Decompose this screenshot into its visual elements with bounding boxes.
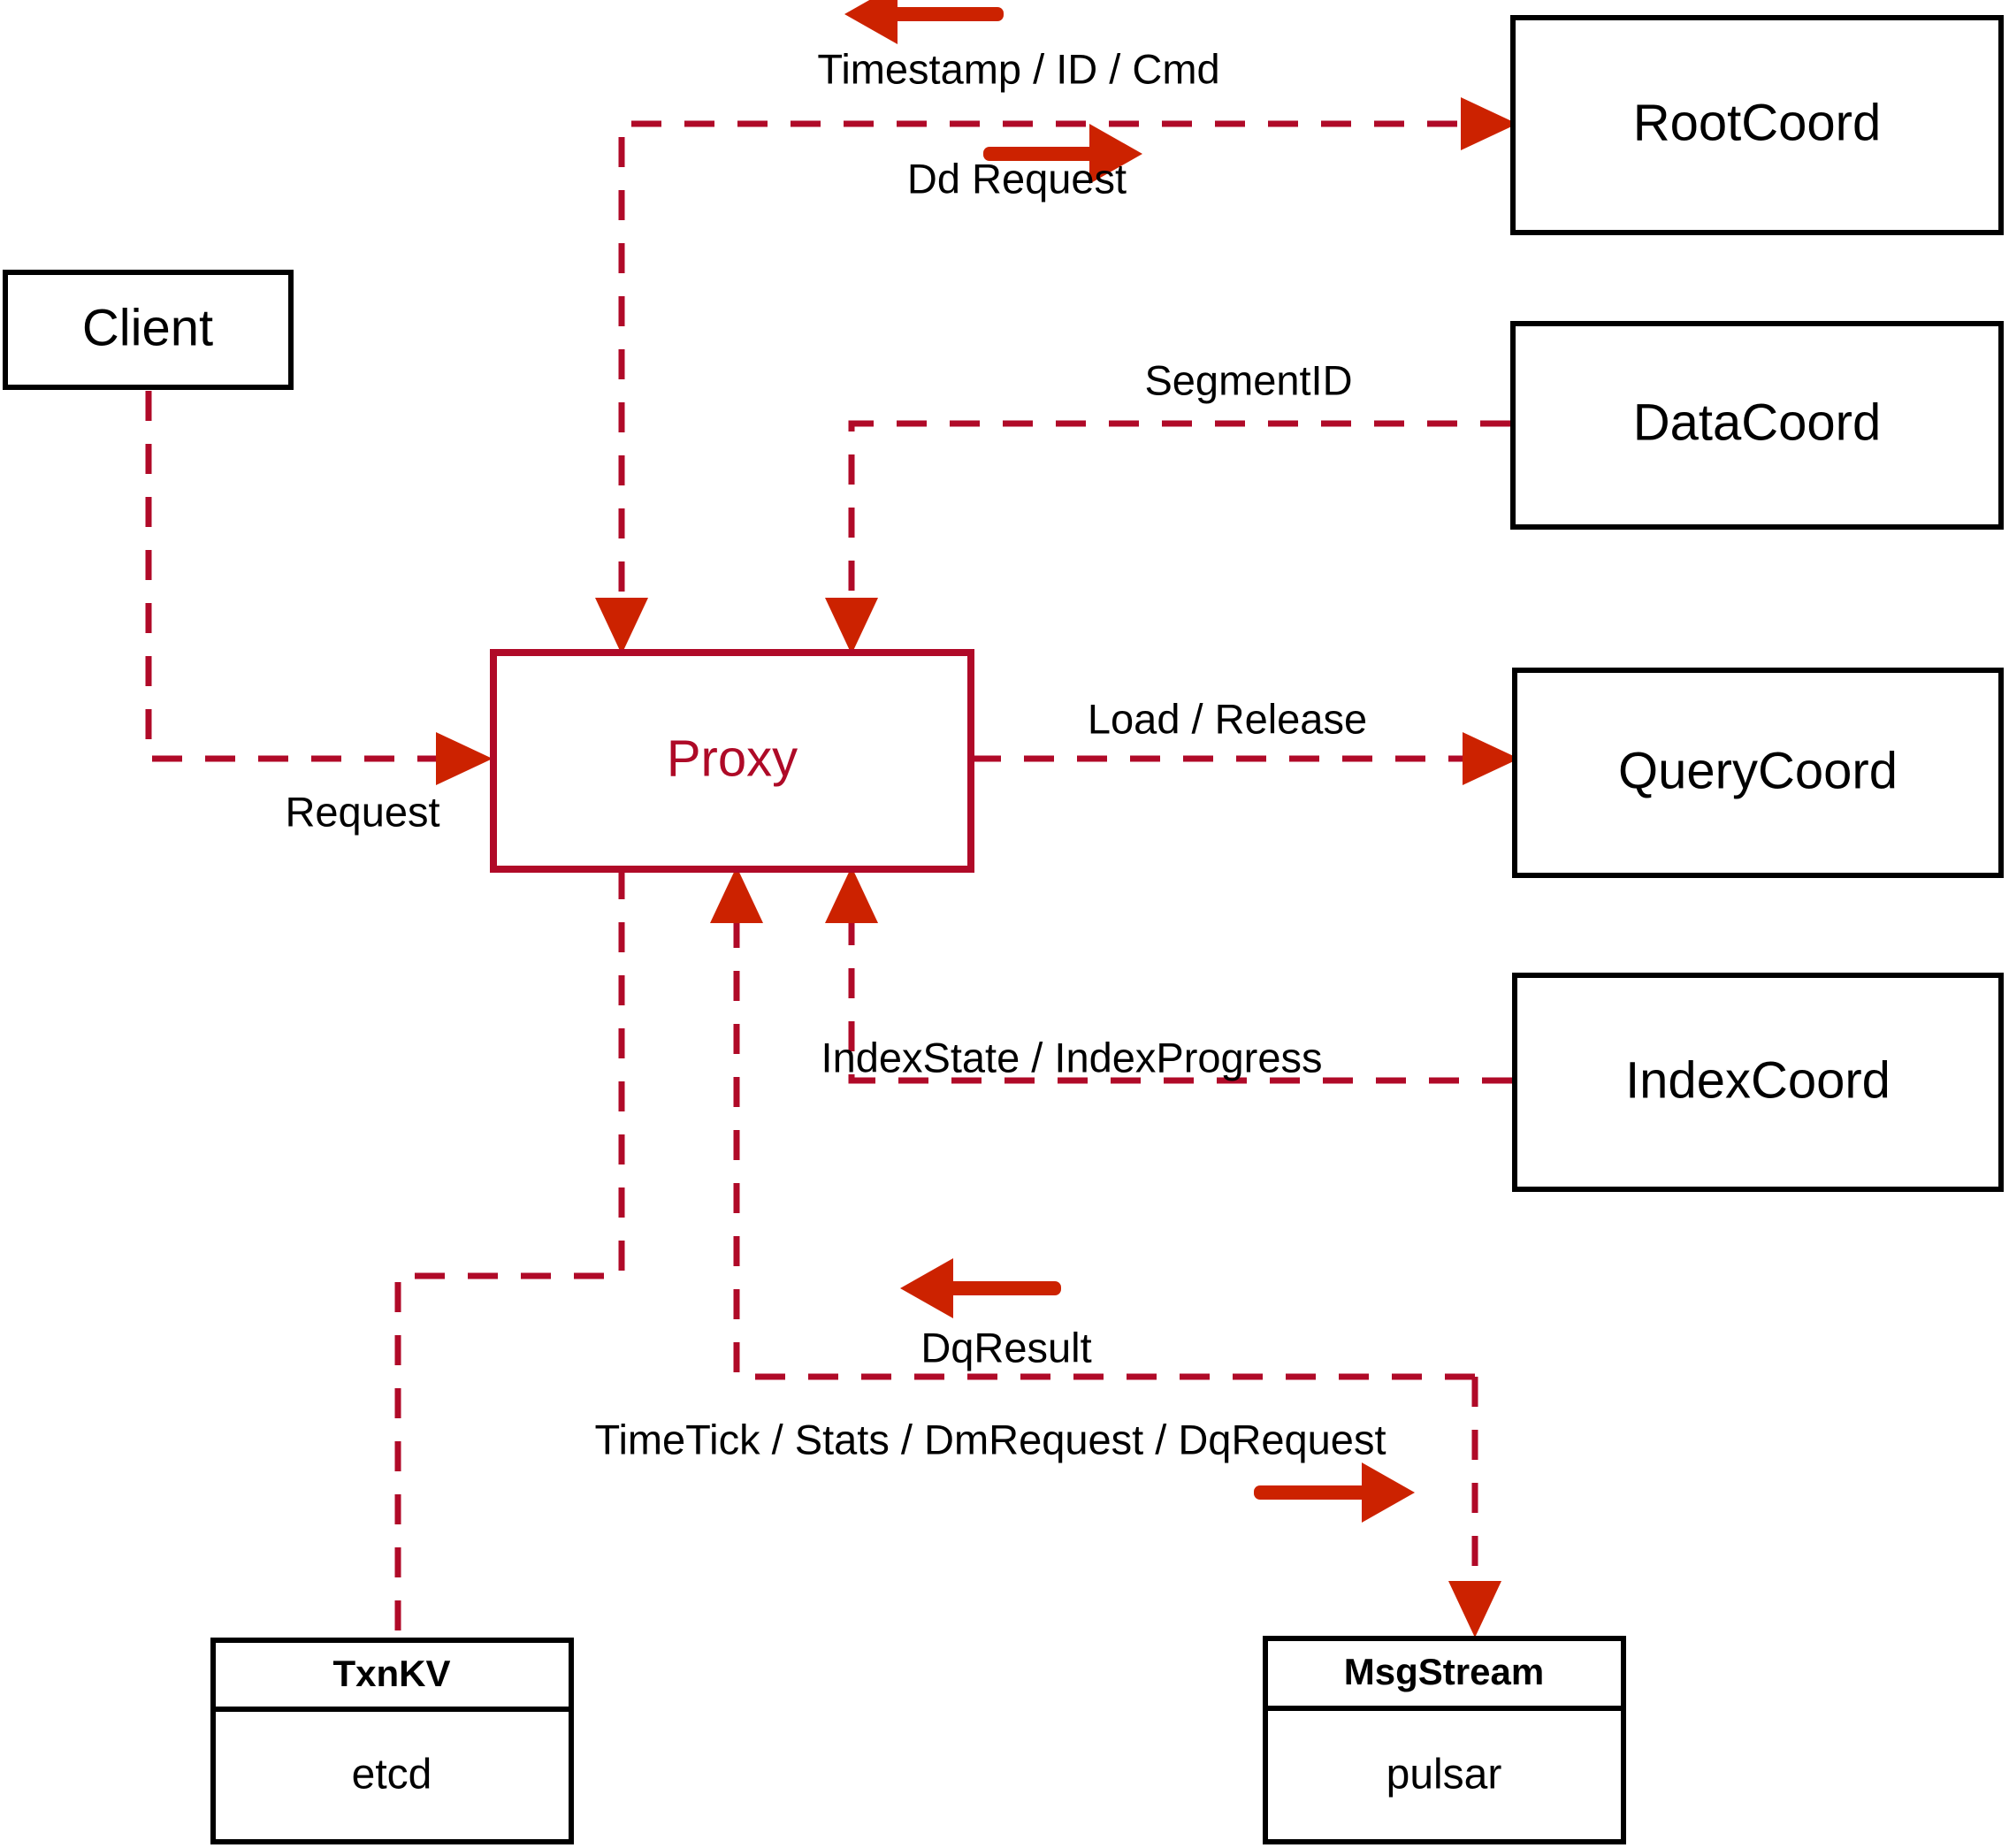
component-msgstream-title: MsgStream (1344, 1651, 1544, 1692)
connector-msgstream-proxy (710, 867, 1475, 1380)
component-msgstream[interactable]: MsgStream pulsar (1263, 1636, 1626, 1844)
arrowhead-querycoord-in (1463, 732, 1519, 785)
direction-arrow-ddrequest (983, 124, 1142, 184)
edge-label-segmentid: SegmentID (1144, 356, 1352, 403)
node-client-label: Client (82, 299, 213, 356)
node-rootcoord-label: RootCoord (1633, 94, 1881, 151)
component-msgstream-impl: pulsar (1386, 1752, 1502, 1798)
node-rootcoord[interactable]: RootCoord (1510, 15, 2004, 235)
direction-arrow-timestamp (844, 0, 1004, 44)
edge-label-indexstate: IndexState / IndexProgress (821, 1034, 1323, 1081)
component-txnkv-title: TxnKV (332, 1653, 450, 1694)
arrowhead-proxy-bottom-right (825, 867, 878, 923)
component-txnkv[interactable]: TxnKV etcd (210, 1638, 574, 1844)
arrowhead-proxy-top-right (825, 598, 878, 654)
edge-label-dqresult: DqResult (920, 1324, 1091, 1371)
node-querycoord-label: QueryCoord (1618, 742, 1898, 799)
direction-arrow-dqresult (900, 1258, 1061, 1318)
arrowhead-proxy-bottom-mid (710, 867, 763, 923)
node-proxy[interactable]: Proxy (490, 649, 974, 873)
node-indexcoord[interactable]: IndexCoord (1512, 973, 2004, 1192)
connector-rootcoord-proxy (595, 97, 1517, 654)
arrowhead-proxy-top-left (595, 598, 648, 654)
component-txnkv-impl: etcd (352, 1752, 432, 1798)
node-client[interactable]: Client (3, 270, 294, 390)
connector-client-proxy (145, 391, 493, 785)
edge-label-ddrequest: Dd Request (907, 155, 1127, 202)
node-datacoord[interactable]: DataCoord (1510, 321, 2004, 530)
connector-proxy-txnkv (394, 869, 625, 1638)
direction-arrow-timetick (1254, 1462, 1415, 1523)
node-indexcoord-label: IndexCoord (1625, 1051, 1891, 1109)
edge-label-timetick: TimeTick / Stats / DmRequest / DqRequest (594, 1416, 1386, 1462)
edge-label-request: Request (285, 788, 439, 835)
connector-proxy-querycoord (971, 732, 1519, 785)
node-datacoord-label: DataCoord (1633, 393, 1881, 451)
arrowhead-rootcoord-in (1461, 97, 1517, 150)
node-querycoord[interactable]: QueryCoord (1512, 668, 2004, 878)
edge-label-loadrelease: Load / Release (1088, 695, 1367, 742)
connector-datacoord-proxy (825, 420, 1510, 654)
connector-indexcoord-proxy (825, 867, 1512, 1084)
edge-label-timestamp: Timestamp / ID / Cmd (817, 45, 1219, 92)
arrowhead-proxy-left-in (436, 732, 493, 785)
connector-proxy-msgstream (1448, 1377, 1501, 1638)
node-proxy-label: Proxy (667, 729, 798, 787)
arrowhead-msgstream-in (1448, 1581, 1501, 1638)
